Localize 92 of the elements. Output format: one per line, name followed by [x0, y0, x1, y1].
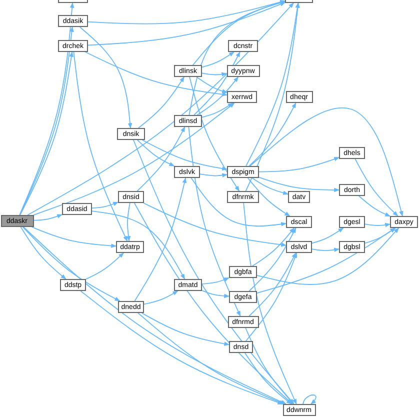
arrow [196, 76, 228, 94]
arrow [200, 173, 228, 178]
arrow [312, 248, 340, 252]
function-box [60, 279, 86, 291]
arrow [252, 178, 289, 195]
arrow [244, 352, 292, 404]
arrow [138, 76, 185, 128]
function-box [58, 15, 88, 27]
function-box [339, 241, 365, 253]
arrow [33, 214, 62, 221]
arrow [245, 252, 298, 342]
arrow [248, 228, 296, 292]
function-box [58, 40, 88, 52]
arrow [84, 52, 228, 96]
arrow [141, 312, 230, 346]
function-box [229, 341, 253, 353]
arrow [144, 290, 178, 305]
function-box [174, 166, 200, 178]
arrow [136, 126, 186, 192]
arrow [196, 76, 239, 116]
function-box [286, 91, 312, 103]
arrow [142, 140, 228, 171]
arrow [23, 226, 286, 404]
arrow [245, 328, 294, 404]
function-box [286, 216, 312, 228]
arrow [358, 196, 390, 217]
arrow [248, 252, 296, 316]
arrow [250, 107, 404, 217]
function-box [390, 216, 418, 228]
arrow [312, 228, 344, 244]
function-box [228, 316, 258, 328]
function-box [116, 241, 144, 253]
function-box [339, 184, 365, 196]
arrow [190, 178, 287, 226]
arrow [22, 226, 120, 302]
arrow [258, 157, 340, 172]
arrow [27, 2, 294, 216]
function-box [339, 216, 365, 228]
arrow [92, 202, 118, 209]
function-box [118, 301, 144, 313]
arrow [92, 210, 186, 280]
function-box [174, 279, 202, 291]
arrow [202, 52, 234, 68]
arrow [138, 312, 285, 404]
arrow [247, 178, 290, 216]
function-box [227, 91, 257, 103]
arrow [88, 2, 286, 46]
arrow [73, 52, 128, 242]
arrow [202, 102, 234, 118]
function-box [118, 191, 144, 203]
arrow [79, 26, 132, 129]
arrow [202, 72, 228, 77]
function-box [227, 191, 259, 203]
arrow [354, 158, 398, 216]
arrow [188, 0, 286, 116]
arrow [202, 277, 230, 284]
arrow [202, 290, 230, 298]
arrow [252, 228, 295, 266]
function-box [339, 147, 365, 159]
arrow [258, 176, 340, 192]
root-function-box [0, 215, 34, 227]
arrow [133, 140, 294, 404]
arrow [134, 177, 187, 302]
arrow [136, 140, 175, 166]
function-box [229, 266, 257, 278]
arrow [364, 228, 396, 244]
arrow [126, 202, 131, 242]
arrow [80, 290, 283, 404]
arrow [33, 102, 235, 216]
function-box [174, 65, 202, 77]
function-box [229, 291, 257, 303]
arrow [134, 202, 293, 404]
arrow [248, 102, 296, 166]
arrow [364, 222, 391, 228]
function-box [286, 241, 312, 253]
function-box [288, 191, 310, 203]
function-box [282, 404, 316, 416]
arrow [143, 202, 287, 247]
arrow [189, 76, 240, 192]
arrow [188, 126, 241, 316]
function-box [62, 203, 92, 215]
function-box [174, 115, 202, 127]
arrow [243, 202, 297, 404]
function-box [226, 65, 260, 77]
arrow [88, 0, 286, 24]
arrow [86, 252, 124, 280]
arrow [302, 394, 316, 404]
arrow [31, 226, 117, 248]
arrow [20, 226, 66, 280]
function-box [117, 128, 145, 140]
function-box [227, 166, 259, 178]
function-box [228, 40, 258, 52]
